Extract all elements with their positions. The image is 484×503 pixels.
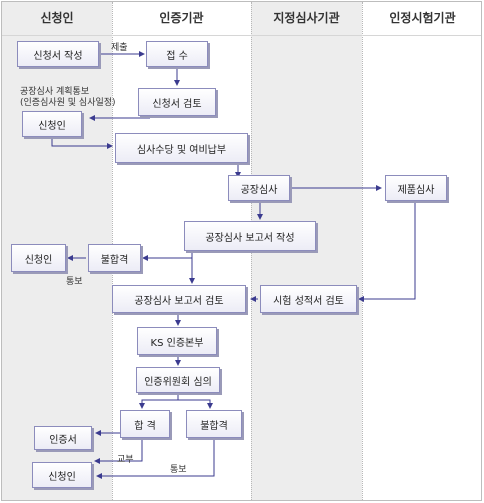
lane-certified-testing-body: 인정시험기관 (362, 2, 481, 500)
label-notify-2: 통보 (170, 465, 187, 475)
lane-title-designated-audit-body: 지정심사기관 (273, 11, 340, 25)
label-submit: 제출 (111, 43, 128, 53)
arrow-committee-to-pass (139, 394, 179, 409)
label-notify-1: 통보 (66, 277, 83, 287)
node-fee-payment: 심사수당 및 여비납부 (115, 133, 248, 163)
node-receipt: 접 수 (146, 41, 208, 67)
lane-title-applicant: 신청인 (40, 11, 74, 25)
node-committee: 인증위원회 심의 (136, 367, 220, 393)
arrow-pass-to-applicant (94, 439, 143, 464)
node-application-prep: 신청서 작성 (17, 41, 99, 67)
node-applicant-3: 신청인 (32, 462, 92, 488)
node-pass: 합 격 (120, 410, 170, 438)
lane-title-certification-body: 인증기관 (159, 11, 204, 25)
arrow-product-to-test-review (358, 203, 416, 302)
label-issue: 교부 (117, 455, 134, 465)
node-product-test: 제품심사 (385, 175, 447, 201)
header-divider (2, 35, 481, 36)
arrow-fail-to-applicant-2 (96, 440, 215, 479)
node-audit-report-review: 공장심사 보고서 검토 (112, 285, 246, 313)
lane-divider (362, 2, 363, 500)
node-applicant-2: 신청인 (11, 244, 66, 272)
node-audit-report: 공장심사 보고서 작성 (184, 221, 316, 251)
arrow-committee-to-fail (178, 399, 213, 409)
node-certificate: 인증서 (34, 426, 92, 450)
lane-title-certified-testing-body: 인정시험기관 (389, 11, 456, 25)
arrow-applicant-to-payment (51, 138, 113, 149)
lane-designated-audit-body: 지정심사기관 (251, 2, 362, 500)
node-applicant-1: 신청인 (22, 111, 82, 137)
node-fail-2: 불합격 (186, 410, 242, 438)
node-ks-hq: KS 인증본부 (137, 327, 217, 355)
label-plan-notice-line1: 공장심사 계획통보 (20, 87, 90, 97)
lane-divider (251, 2, 252, 500)
node-application-review: 신청서 검토 (138, 88, 216, 116)
node-test-report-review: 시험 성적서 검토 (260, 285, 357, 313)
node-factory-audit: 공장심사 (228, 175, 290, 201)
node-fail-1: 불합격 (88, 244, 141, 272)
label-plan-notice-line2: (인증심사원 및 심사일정) (20, 98, 116, 108)
